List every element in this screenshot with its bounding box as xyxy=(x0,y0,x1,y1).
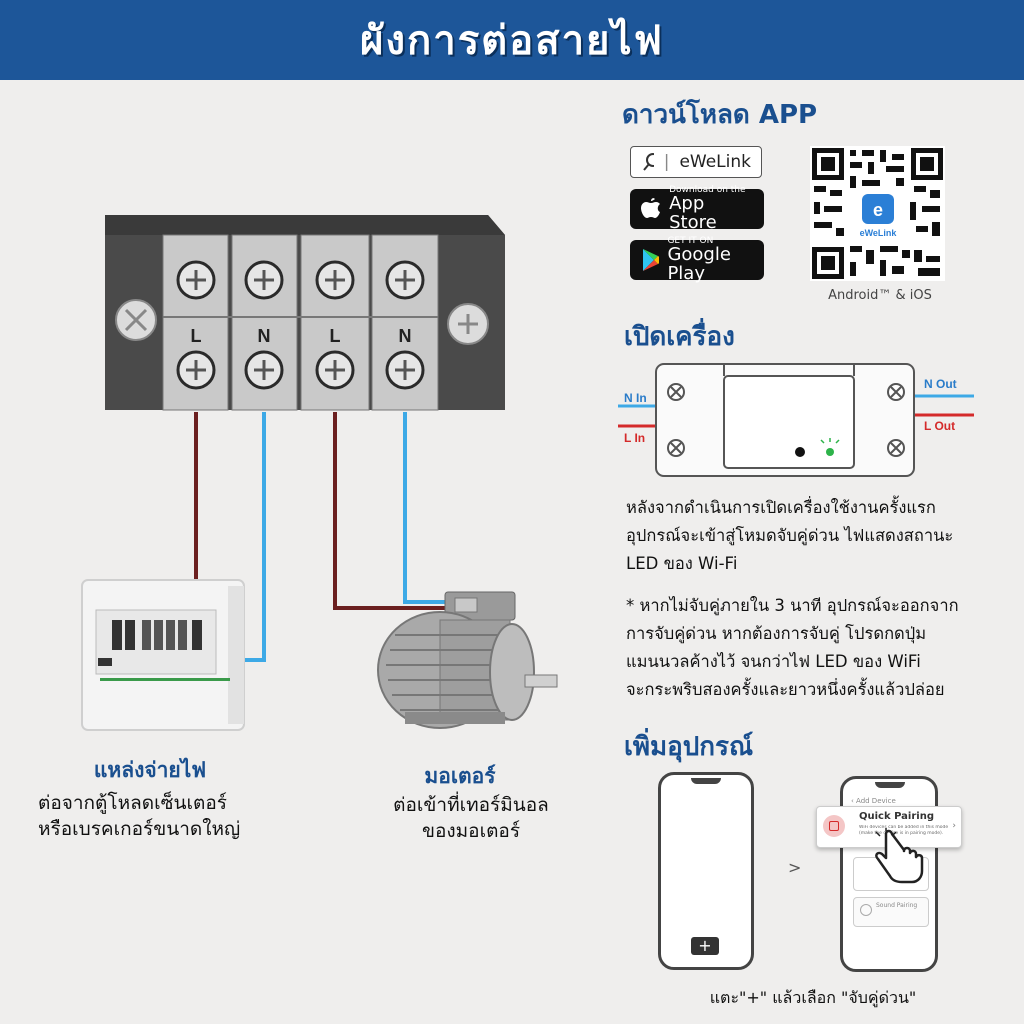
next-arrow-icon: > xyxy=(788,858,802,877)
n-out-label: N Out xyxy=(924,377,957,391)
chevron-right-icon: › xyxy=(952,821,956,831)
qr-caption: Android™ & iOS xyxy=(828,288,932,303)
n-in-label: N In xyxy=(624,391,647,405)
qr-code-image[interactable]: e eWeLink xyxy=(810,146,945,281)
quick-pairing-label: Quick Pairing xyxy=(859,811,934,822)
wire-live-motor xyxy=(333,412,450,610)
hand-pointer-icon xyxy=(875,828,924,884)
l-out-label: L Out xyxy=(924,419,955,433)
apple-icon xyxy=(641,198,660,218)
wiring-diagram: L N L N xyxy=(81,215,558,731)
phone-home-screen: + xyxy=(658,772,754,970)
google-play-icon xyxy=(643,249,660,271)
qr-center-label: eWeLink xyxy=(860,228,898,238)
google-play-small-label: GET IT ON xyxy=(667,235,714,246)
terminal-label-n2: N xyxy=(399,326,412,346)
para1-line1: หลังจากดำเนินการเปิดเครื่องใช้งานครั้งแร… xyxy=(626,498,936,517)
add-plus-button[interactable]: + xyxy=(691,937,719,955)
quick-pairing-card[interactable]: Quick Pairing WiFi devices can be added … xyxy=(816,806,962,848)
led-icon xyxy=(826,448,834,456)
google-play-big-label: Google Play xyxy=(667,243,731,284)
para2-line4: จะกระพริบสองครั้งและยาวหนึ่งครั้งแล้วปล่… xyxy=(626,680,945,699)
para2-line1: * หากไม่จับคู่ภายใน 3 นาที อุปกรณ์จะออกจ… xyxy=(626,596,959,615)
ewelink-search-button[interactable]: | eWeLink xyxy=(630,146,762,178)
add-device-header: ‹ Add Device xyxy=(851,797,896,805)
terminal-label-n1: N xyxy=(258,326,271,346)
smart-switch-diagram: N In L In N Out L Out xyxy=(618,363,974,477)
power-source-line1: ต่อจากตู้โหลดเซ็นเตอร์ xyxy=(38,792,227,814)
para1-line3: LED ของ Wi-Fi xyxy=(626,554,738,573)
download-app-title: ดาวน์โหลด APP xyxy=(622,100,818,130)
wire-neutral-motor xyxy=(403,412,455,604)
para2-line2: การจับคู่ด่วน หากต้องการจับคู่ โปรดกดปุ่… xyxy=(626,624,927,643)
para2-line3: แมนนวลค้างไว้ จนกว่าไฟ LED ของ WiFi xyxy=(626,652,921,671)
power-source-line2: หรือเบรคเกอร์ขนาดใหญ่ xyxy=(38,818,241,840)
quick-pairing-desc: WiFi devices can be added in this mode (… xyxy=(859,825,949,836)
quick-pairing-icon xyxy=(823,815,845,837)
search-label: eWeLink xyxy=(679,152,751,172)
para1-line2: อุปกรณ์จะเข้าสู่โหมดจับคู่ด่วน ไฟแสดงสถา… xyxy=(626,526,954,545)
l-in-label: L In xyxy=(624,431,645,445)
svg-text:e: e xyxy=(873,200,883,220)
add-device-title: เพิ่มอุปกรณ์ xyxy=(624,732,754,762)
google-play-button[interactable]: GET IT ON Google Play xyxy=(630,235,764,282)
motor-image xyxy=(377,591,558,729)
add-device-caption: แตะ"+" แล้วเลือก "จับคู่ด่วน" xyxy=(709,988,917,1007)
app-store-button[interactable]: Download on the App Store xyxy=(630,184,764,231)
terminal-label-l1: L xyxy=(191,326,202,346)
sound-pairing-label: Sound Pairing xyxy=(876,902,918,909)
motor-title: มอเตอร์ xyxy=(424,764,496,788)
power-on-paragraph-1: หลังจากดำเนินการเปิดเครื่องใช้งานครั้งแร… xyxy=(626,494,1016,578)
header-banner: ผังการต่อสายไฟ xyxy=(0,0,1024,80)
motor-line1: ต่อเข้าที่เทอร์มินอล xyxy=(393,794,549,816)
button-dot-icon xyxy=(795,447,805,457)
motor-line2: ของมอเตอร์ xyxy=(421,820,521,842)
terminal-label-l2: L xyxy=(330,326,341,346)
app-store-big-label: App Store xyxy=(669,192,717,233)
power-source-title: แหล่งจ่ายไฟ xyxy=(93,758,207,782)
load-center-image xyxy=(81,579,245,731)
power-on-title: เปิดเครื่อง xyxy=(624,322,735,352)
power-on-paragraph-2: * หากไม่จับคู่ภายใน 3 นาที อุปกรณ์จะออกจ… xyxy=(626,592,1016,704)
app-store-small-label: Download on the xyxy=(669,184,746,195)
page-title: ผังการต่อสายไฟ xyxy=(360,18,664,64)
search-icon xyxy=(643,153,654,171)
